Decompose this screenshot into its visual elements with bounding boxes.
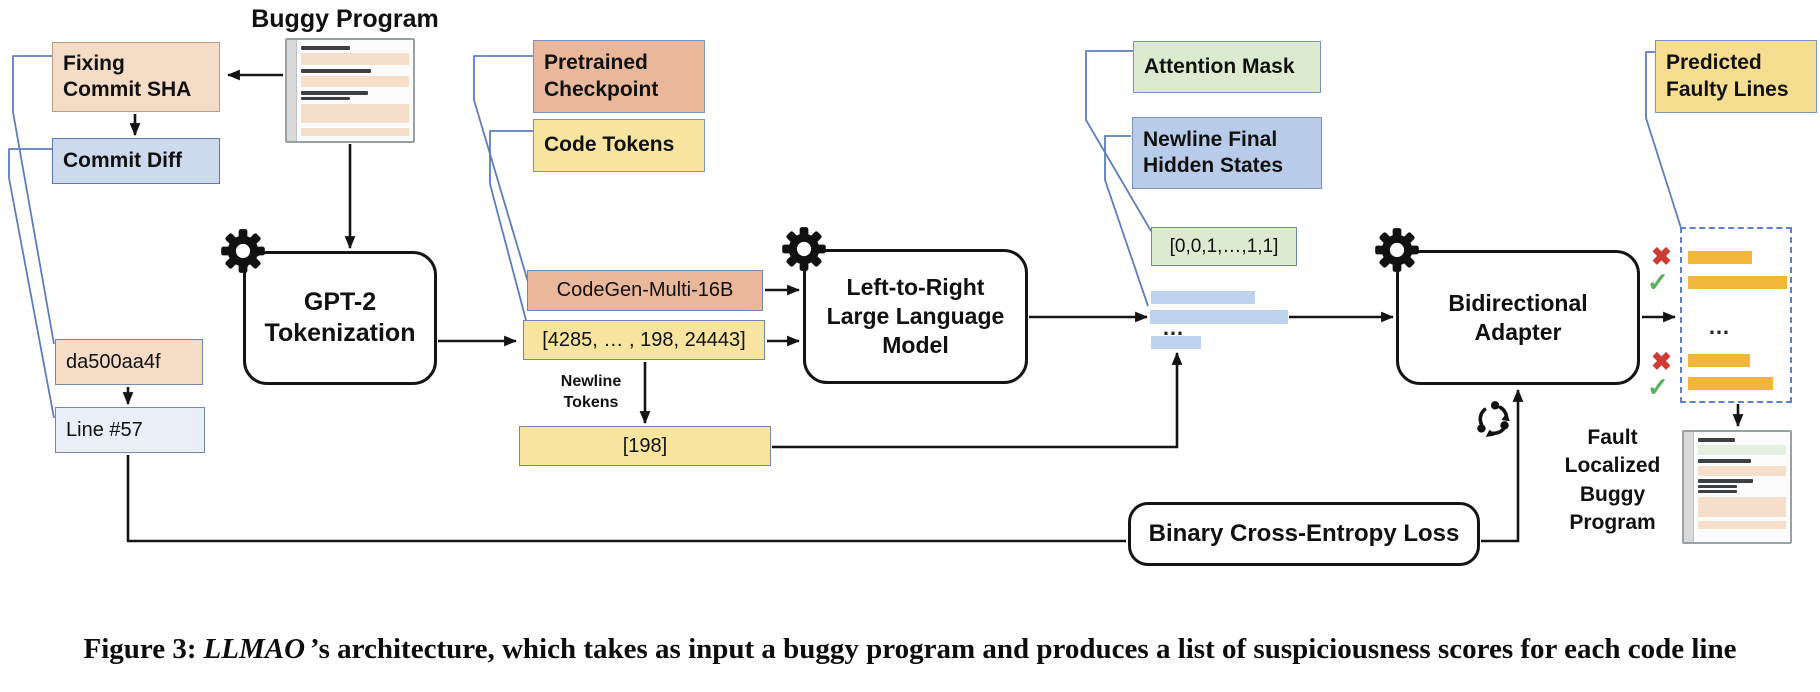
figure-label: Figure 3:: [83, 633, 197, 665]
gear-icon: [1375, 228, 1419, 272]
document-lines: [297, 40, 413, 141]
newline-tokens-label: Newline Tokens: [560, 373, 622, 411]
callout-lines: [8, 50, 1682, 419]
line-number-value-box: Line #57: [55, 407, 205, 453]
llm-box: Left-to-Right Large Language Model: [803, 249, 1028, 384]
attention-mask-value-box: [0,0,1,…,1,1]: [1151, 227, 1297, 266]
code-tokens-value-box: [4285, … , 198, 24443]: [523, 320, 765, 360]
cross-icon: ✖: [1651, 348, 1672, 376]
bidirectional-adapter-box: Bidirectional Adapter: [1396, 250, 1640, 385]
fault-localized-document-icon: [1682, 430, 1792, 544]
pretrained-checkpoint-box: Pretrained Checkpoint: [533, 40, 705, 113]
gear-icon: [221, 229, 265, 273]
predicted-faulty-lines-box: Predicted Faulty Lines: [1655, 40, 1817, 113]
document-margin: [287, 40, 297, 141]
system-name: LLMAO: [203, 633, 306, 665]
code-tokens-box: Code Tokens: [533, 119, 705, 172]
buggy-program-title: Buggy Program: [251, 5, 439, 33]
gear-icon: [782, 227, 826, 271]
faulty-lines-ellipsis: …: [1708, 314, 1731, 339]
hidden-state-bar: [1151, 336, 1201, 349]
faulty-line-bar: [1688, 276, 1787, 289]
fault-localized-label: Fault Localized Buggy Program: [1564, 426, 1661, 535]
commit-sha-value-box: da500aa4f: [55, 339, 203, 385]
buggy-program-document-icon: [285, 38, 415, 143]
document-margin: [1684, 432, 1694, 542]
binary-cross-entropy-loss-box: Binary Cross-Entropy Loss: [1128, 502, 1480, 566]
document-lines: [1694, 432, 1790, 542]
gpt2-tokenization-box: GPT-2 Tokenization: [243, 251, 437, 385]
faulty-line-bar: [1688, 377, 1773, 390]
codegen-model-value-box: CodeGen-Multi-16B: [527, 270, 763, 311]
newline-token-value-box: [198]: [519, 426, 771, 466]
caption-text: ’s architecture, which takes as input a …: [310, 633, 1737, 665]
hidden-states-ellipsis: …: [1162, 315, 1185, 340]
flow-arrows: [122, 69, 1744, 543]
cross-icon: ✖: [1651, 243, 1672, 271]
newline-final-hidden-states-box: Newline Final Hidden States: [1132, 117, 1322, 189]
training-loop-icon: [1477, 401, 1510, 437]
faulty-line-bar: [1688, 251, 1752, 264]
attention-mask-box: Attention Mask: [1133, 41, 1321, 93]
commit-diff-box: Commit Diff: [52, 138, 220, 184]
check-icon: ✓: [1647, 267, 1669, 297]
figure-caption: Figure 3:LLMAO’s architecture, which tak…: [0, 633, 1820, 666]
check-icon: ✓: [1647, 372, 1669, 402]
hidden-state-bar: [1151, 291, 1255, 304]
hidden-state-bar: [1150, 310, 1288, 324]
faulty-line-bar: [1688, 354, 1750, 367]
fixing-commit-sha-box: Fixing Commit SHA: [52, 42, 220, 112]
